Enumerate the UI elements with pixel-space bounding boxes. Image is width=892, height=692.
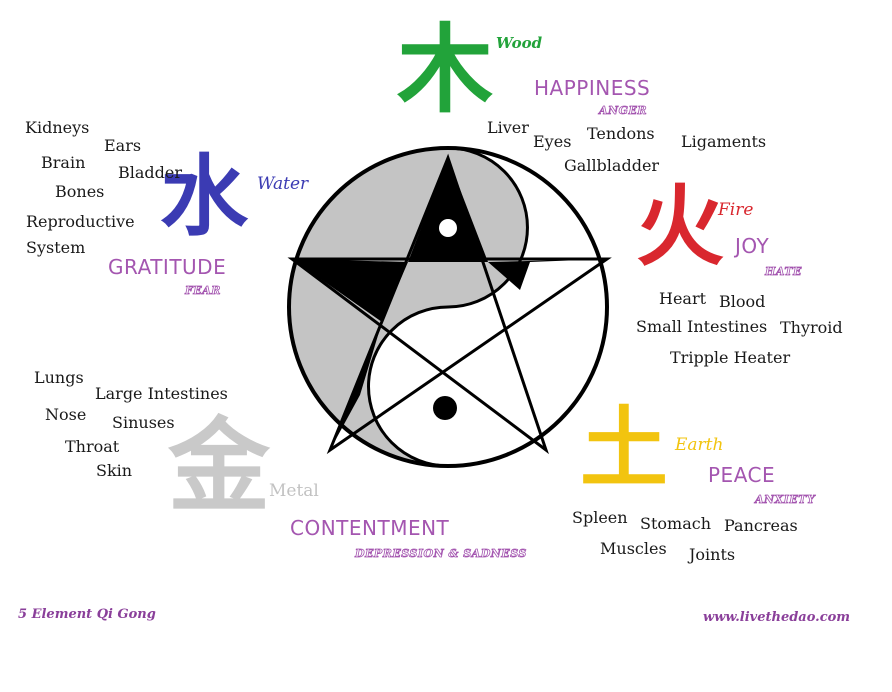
- metal-organ-large-intestines: Large Intestines: [95, 384, 228, 403]
- wood-negative: ANGER: [599, 104, 648, 117]
- earth-organ-spleen: Spleen: [572, 508, 628, 527]
- wood-organ-gallbladder: Gallbladder: [564, 156, 660, 175]
- yin-dot: [433, 396, 457, 420]
- metal-positive: CONTENTMENT: [290, 516, 450, 540]
- fire-positive: JOY: [735, 234, 770, 258]
- pentagram-outline: [287, 153, 612, 455]
- wood-positive: HAPPINESS: [534, 76, 651, 100]
- earth-positive: PEACE: [708, 463, 776, 487]
- metal-negative: DEPRESSION & SADNESS: [355, 547, 527, 560]
- yang-dot: [439, 219, 457, 237]
- wood-organ-ligaments: Ligaments: [681, 132, 767, 151]
- fire-negative: HATE: [765, 265, 802, 278]
- metal-organ-nose: Nose: [45, 405, 87, 424]
- fire-organ-tripple-heater: Tripple Heater: [670, 348, 791, 367]
- yin-yang-curve: [367, 146, 529, 468]
- fire-label: Fire: [718, 200, 754, 220]
- metal-organ-skin: Skin: [96, 461, 133, 480]
- outer-circle-stroke: [287, 146, 609, 468]
- wood-label: Wood: [496, 34, 543, 52]
- fire-organ-heart: Heart: [659, 289, 707, 308]
- fire-glyph: 火: [636, 174, 725, 278]
- metal-label: Metal: [269, 481, 319, 501]
- water-organ-system: System: [26, 238, 86, 257]
- water-glyph: 水: [160, 144, 249, 248]
- earth-organ-muscles: Muscles: [600, 539, 667, 558]
- metal-organ-throat: Throat: [65, 437, 120, 456]
- earth-organ-joints: Joints: [689, 545, 736, 564]
- earth-negative: ANXIETY: [755, 493, 816, 506]
- wood-organ-eyes: Eyes: [533, 132, 572, 151]
- earth-label: Earth: [675, 435, 724, 455]
- water-label: Water: [257, 174, 309, 194]
- footer-website[interactable]: www.livethedao.com: [703, 610, 851, 625]
- water-organ-ears: Ears: [104, 136, 142, 155]
- water-organ-reproductive: Reproductive: [26, 212, 135, 231]
- fire-organ-thyroid: Thyroid: [780, 318, 843, 337]
- water-negative: FEAR: [185, 284, 221, 297]
- wood-organ-tendons: Tendons: [587, 124, 655, 143]
- earth-organ-pancreas: Pancreas: [724, 516, 798, 535]
- fire-organ-small-intestines: Small Intestines: [636, 317, 768, 336]
- earth-organ-stomach: Stomach: [640, 514, 711, 533]
- wood-glyph: 木: [397, 13, 493, 126]
- fire-organ-blood: Blood: [719, 292, 766, 311]
- water-organ-kidneys: Kidneys: [25, 118, 90, 137]
- water-positive: GRATITUDE: [108, 255, 227, 279]
- earth-glyph: 土: [580, 396, 669, 500]
- wood-organ-liver: Liver: [487, 118, 529, 137]
- metal-glyph: 金: [168, 407, 270, 527]
- metal-organ-sinuses: Sinuses: [112, 413, 175, 432]
- water-organ-bladder: Bladder: [118, 163, 183, 182]
- footer-title: 5 Element Qi Gong: [18, 607, 156, 622]
- water-organ-bones: Bones: [55, 182, 105, 201]
- water-organ-brain: Brain: [41, 153, 86, 172]
- metal-organ-lungs: Lungs: [34, 368, 84, 387]
